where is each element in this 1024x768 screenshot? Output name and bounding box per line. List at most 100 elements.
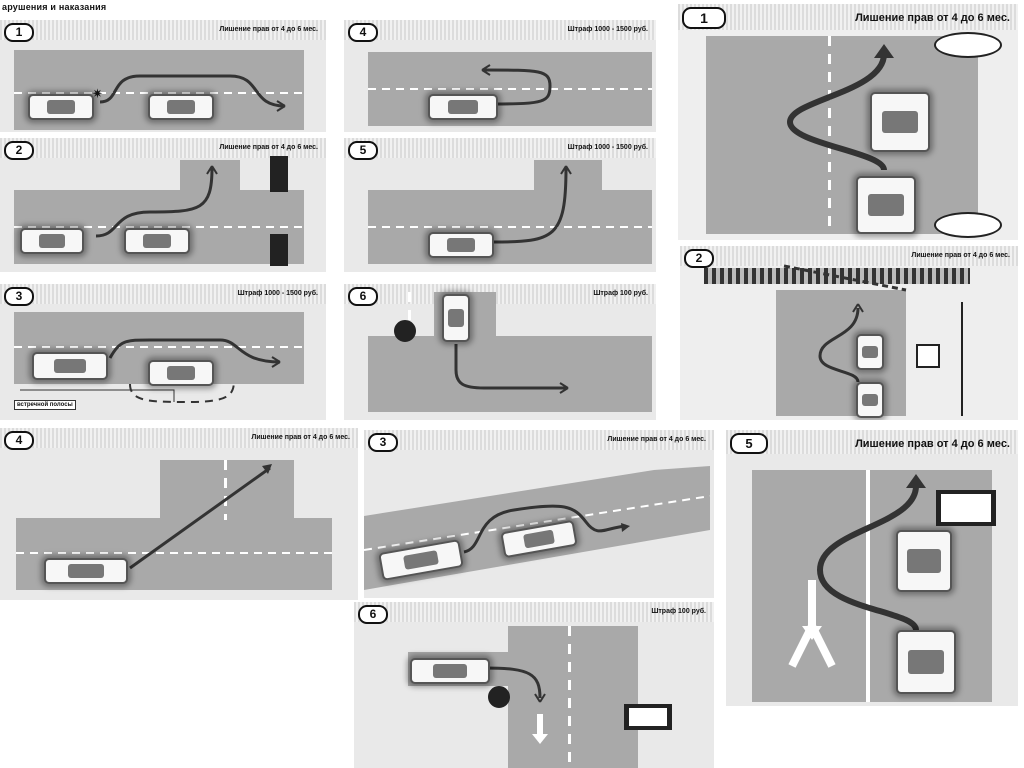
panel-number: 1 [4, 23, 34, 42]
collision-spark-icon: ✷ [92, 86, 103, 101]
panel-number: 6 [358, 605, 388, 624]
car-overtaken [896, 530, 952, 592]
maneuver-path [481, 64, 552, 106]
u-turn-sign-icon [488, 686, 510, 708]
lane-marking [14, 92, 304, 94]
panel-caption: Лишение прав от 4 до 6 мес. [855, 438, 1010, 450]
panel-5: 5 Штраф 1000 - 1500 руб. [344, 138, 656, 272]
panel-header [344, 20, 656, 40]
panel-header [0, 284, 326, 304]
panel-header [354, 602, 714, 622]
car-violator [44, 558, 128, 584]
car-overtaken [870, 92, 930, 152]
u-turn-sign-icon [394, 320, 416, 342]
oncoming-lane-label: встречной полосы [14, 400, 76, 410]
panel-4: 4 Штраф 1000 - 1500 руб. [344, 20, 656, 132]
maneuver-path [129, 464, 272, 570]
panel-big-1: 1 Лишение прав от 4 до 6 мес. [678, 4, 1018, 240]
panel-6: 6 Штраф 100 руб. [344, 284, 656, 420]
railway-warning-sign-icon [916, 344, 940, 368]
panel-caption: Лишение прав от 4 до 6 мес. [911, 252, 1010, 259]
panel-header [678, 4, 1018, 30]
car-violator [428, 232, 494, 258]
maneuver-path [99, 74, 286, 112]
panel-caption: Лишение прав от 4 до 6 мес. [855, 12, 1010, 24]
maneuver-path [786, 44, 894, 172]
maneuver-path [783, 264, 963, 416]
panel-number: 4 [348, 23, 378, 42]
panel-big-2: 2 Лишение прав от 4 до 6 мес. [680, 246, 1018, 420]
car-violator [32, 352, 108, 380]
road-vertical [534, 160, 602, 194]
panel-header [344, 138, 656, 158]
panel-number: 5 [730, 433, 768, 454]
no-overtaking-end-sign-icon [934, 32, 1002, 58]
panel-header [0, 428, 358, 448]
maneuver-path [493, 165, 572, 244]
panel-header [0, 20, 326, 40]
panel-number: 4 [4, 431, 34, 450]
car-violator [428, 94, 498, 120]
panel-3: 3 Штраф 1000 - 1500 руб. встречной полос… [0, 284, 326, 420]
lane-marking [16, 552, 332, 554]
panel-number: 2 [4, 141, 34, 160]
maneuver-path [485, 666, 548, 744]
traffic-light-icon [270, 156, 288, 192]
panel-header [364, 430, 714, 450]
traffic-light-icon [270, 234, 288, 266]
panel-bottom-5: 5 Лишение прав от 4 до 6 мес. [726, 430, 1018, 706]
panel-caption: Штраф 1000 - 1500 руб. [567, 144, 648, 151]
panel-number: 3 [368, 433, 398, 452]
lane-direction-sign-icon [624, 704, 672, 730]
road-vertical [508, 626, 638, 768]
panel-caption: Лишение прав от 4 до 6 мес. [607, 436, 706, 443]
maneuver-path [95, 165, 218, 238]
lane-marking [568, 626, 571, 768]
car-violator [28, 94, 94, 120]
panel-header [680, 246, 1018, 266]
maneuver-path [788, 474, 926, 668]
car-overtaken [148, 360, 214, 386]
maneuver-path [454, 344, 569, 394]
panel-number: 6 [348, 287, 378, 306]
road-horizontal [368, 336, 652, 412]
panel-2: 2 Лишение прав от 4 до 6 мес. [0, 138, 326, 272]
car-overtaken [856, 334, 884, 370]
panel-bottom-3: 3 Лишение прав от 4 до 6 мес. [364, 430, 714, 598]
lane-marking [14, 346, 304, 348]
panel-caption: Лишение прав от 4 до 6 мес. [251, 434, 350, 441]
page-title: арушения и наказания [2, 2, 107, 12]
lane-marking [368, 226, 652, 228]
panel-bottom-6: 6 Штраф 100 руб. [354, 602, 714, 768]
panel-caption: Штраф 1000 - 1500 руб. [567, 26, 648, 33]
panel-caption: Лишение прав от 4 до 6 мес. [219, 26, 318, 33]
road [706, 36, 978, 234]
car-overtaken [148, 94, 214, 120]
panel-number: 5 [348, 141, 378, 160]
panel-caption: Лишение прав от 4 до 6 мес. [219, 144, 318, 151]
panel-number: 1 [682, 7, 726, 29]
car-violator [856, 176, 916, 234]
lane-marking [828, 36, 831, 234]
panel-header [726, 430, 1018, 454]
panel-caption: Штраф 1000 - 1500 руб. [237, 290, 318, 297]
overtaking-sign-icon [934, 212, 1002, 238]
panel-number: 2 [684, 249, 714, 268]
lane-marking [224, 460, 227, 520]
lane-direction-sign-icon [936, 490, 996, 526]
panel-header [344, 284, 656, 304]
panel-header [0, 138, 326, 158]
car-overtaken [124, 228, 190, 254]
panel-1: 1 Лишение прав от 4 до 6 мес. ✷ [0, 20, 326, 132]
maneuver-path [20, 338, 281, 404]
car-violator [896, 630, 956, 694]
panel-number: 3 [4, 287, 34, 306]
lane-marking [368, 88, 652, 90]
car-violator [20, 228, 84, 254]
panel-bottom-4: 4 Лишение прав от 4 до 6 мес. [0, 428, 358, 600]
car-violator [442, 294, 470, 342]
car-violator [410, 658, 490, 684]
car-violator [856, 382, 884, 418]
lane-divider [866, 470, 870, 702]
lane-marking [408, 292, 411, 332]
